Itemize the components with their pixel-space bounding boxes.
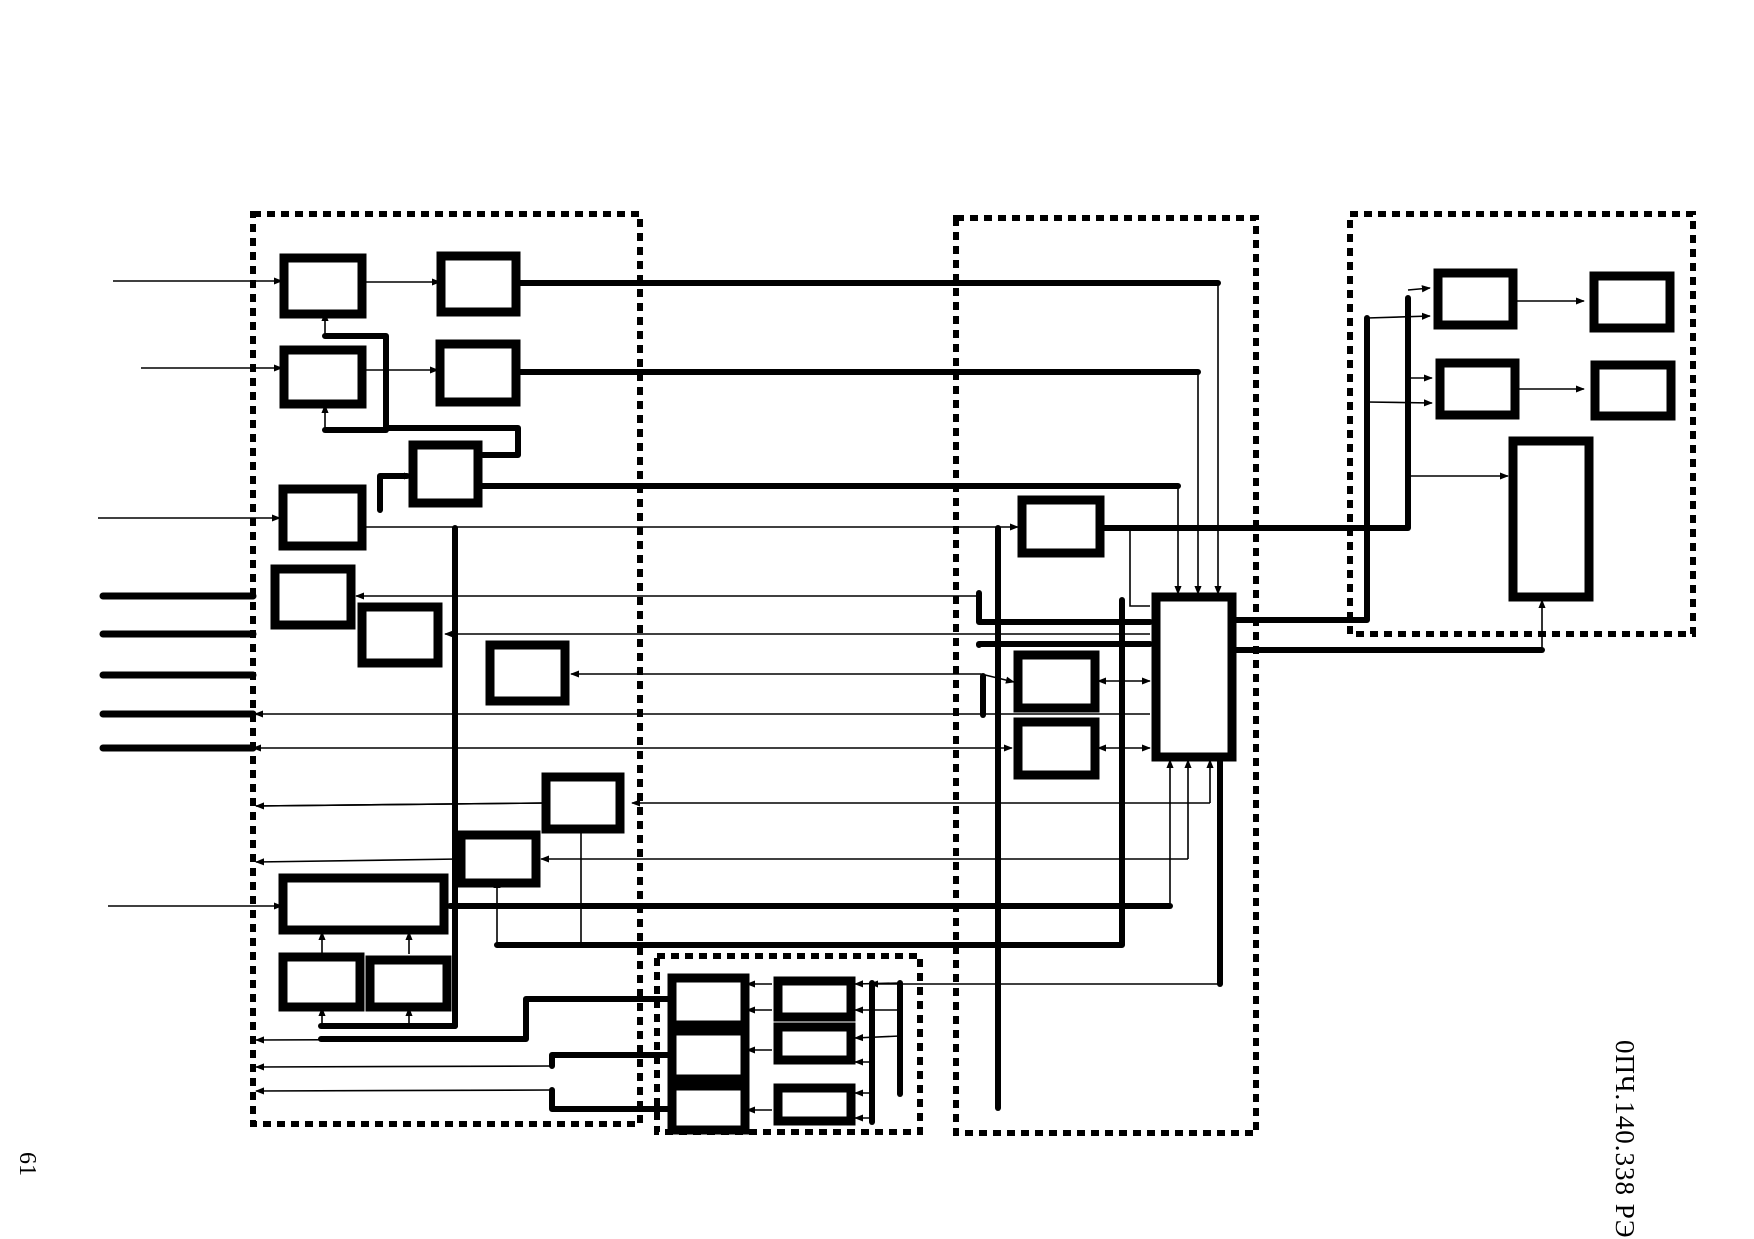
block-bottom-5	[773, 1022, 856, 1065]
block-right-2	[1589, 271, 1675, 333]
signal-lines	[98, 277, 1585, 1122]
block-output-1	[436, 251, 521, 317]
block-bottom-1	[667, 973, 750, 1030]
block-sub-a	[278, 952, 365, 1012]
block-out-b	[357, 602, 443, 668]
block-bottom-3	[667, 1081, 750, 1135]
block-right-4	[1590, 360, 1676, 421]
document-code: 0ПЧ.140.338 РЭ	[1610, 1040, 1640, 1239]
frame-right-group	[1347, 211, 1696, 637]
block-center-a	[1013, 650, 1100, 713]
frame-bottom-group	[654, 953, 923, 1135]
block-bottom-4	[773, 976, 856, 1022]
block-bottom-6	[773, 1083, 856, 1126]
block-input-2	[279, 345, 367, 409]
block-right-3	[1435, 358, 1520, 420]
blocks	[270, 251, 1676, 1135]
bus-lines	[318, 280, 1545, 1125]
block-right-1	[1433, 268, 1518, 330]
block-input-3	[278, 484, 367, 551]
block-sub-b	[365, 955, 452, 1012]
block-input-1	[279, 253, 367, 319]
block-mid-a	[541, 772, 625, 834]
block-center-top	[1017, 495, 1105, 558]
left-thick-outputs	[99, 592, 257, 752]
frame-left-group	[250, 211, 643, 1127]
frame-center-group	[953, 215, 1259, 1136]
block-right-tall	[1508, 436, 1594, 602]
block-mid-b	[456, 830, 541, 888]
block-center-b	[1013, 717, 1100, 780]
block-bottom-2	[667, 1026, 750, 1084]
block-mux	[1151, 592, 1237, 762]
block-wide	[278, 873, 449, 935]
group-frames	[250, 211, 1696, 1136]
block-out-c	[485, 640, 570, 706]
block-switch	[408, 440, 483, 508]
page-number: 61	[14, 1152, 40, 1176]
block-out-a	[270, 564, 356, 630]
block-output-2	[435, 339, 521, 407]
